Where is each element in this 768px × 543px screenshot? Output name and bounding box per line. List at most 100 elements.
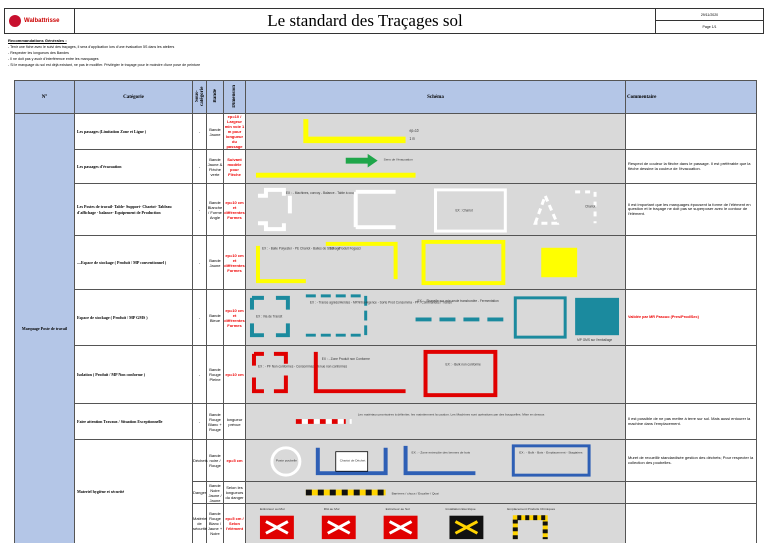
schema-label: EX : - Zone entrecôte des bennes de bois [412, 451, 471, 455]
schema-drawing: EX : - PF Non conformes - Consommas / Te… [251, 349, 498, 398]
row-subcategory: - [192, 235, 207, 290]
row-subcategory: - [192, 345, 207, 404]
schema-drawing: Sens de l'évacuation [255, 153, 416, 178]
row-comment [625, 235, 757, 290]
row-category: Les Postes de travail- Table- Support- C… [74, 183, 193, 236]
schema-danger: Barrieres / chocs / Escalier / Quai [245, 481, 626, 504]
row-band: Bande Rouge Blanc + Rouge [206, 403, 224, 440]
schema-drawing: Extincteur au Mur RIA au Mur Extincteur … [259, 507, 556, 540]
page-header: Walbattrisse Le standard des Traçages so… [4, 8, 764, 34]
row-comment: Validée par MR Pascuo (Pres/Prod/Sec) [625, 289, 757, 346]
schema-label: EX : - Bulk non conforme [445, 363, 481, 367]
row-band: Bande Jaune & Flèche verte [206, 149, 224, 184]
schema-label: Barrieres / chocs / Escalier / Quai [392, 491, 439, 495]
row-dimension: Suivant modèle pour Flèche [223, 149, 246, 184]
table-row: Faire attention Travaux / Situation Exce… [15, 403, 757, 440]
row-comment: Il est important que les marquages épous… [625, 183, 757, 236]
row-subcategory: - [192, 113, 207, 150]
standards-table: N° Catégorie Sous-catégorie Bande Dimens… [14, 80, 757, 543]
schema-label: EX : - Shanelle sur voie seule transbord… [418, 299, 499, 303]
col-header-number: N° [14, 80, 75, 114]
row-subcategory: - [192, 289, 207, 346]
schema-label: 1 m [410, 137, 415, 141]
row-dimension: ep=10 cm [223, 345, 246, 404]
row-comment: Respect de couleur la flèche dans le pas… [625, 149, 757, 184]
schema-drawing: Poste poubelle Chariot de Déchet EX : - … [270, 444, 591, 477]
row-subcategory: - [192, 403, 207, 440]
row-band: Bande Jaune [206, 113, 224, 150]
table-row: Materiel hygiène et sécurité Déchets Ban… [15, 439, 757, 543]
col-header-schema: Schéma [245, 80, 626, 114]
table-row: ....Espace de stockage ( Produit / MP co… [15, 235, 757, 290]
row-comment [625, 481, 757, 504]
recommendations: Recommandations Générales : - Tenir une … [8, 38, 200, 68]
schema-label: Installation Electrique [445, 507, 475, 511]
schema-label: EX : - Zone Produit non Conforme [322, 357, 370, 361]
col-header-comment: Commentaire [625, 80, 757, 114]
row-dimension: longueur prévue [223, 403, 246, 440]
recommendations-heading: Recommandations Générales : [8, 38, 67, 43]
row-category: ....Espace de stockage ( Produit / MP co… [74, 235, 193, 290]
schema-label: EX : - Produit Fogacci [330, 247, 361, 251]
row-band: Bande Rouge Blanc / Jaune + Noire [206, 503, 224, 543]
table-row: Isolation ( Produit / MP Non conforme ) … [15, 345, 757, 404]
schema-label: Les matériaux provisoires à délimiter, l… [358, 413, 545, 417]
row-subcategory: Matériel de sécurité [192, 503, 207, 543]
schema-storage-conventional: EX : - Balle Polyester - PE Chariot - Ba… [245, 235, 626, 290]
logo-text: Walbattrisse [24, 18, 60, 24]
schema-drawing: EX : - Balle Polyester - PE Chariot - Ba… [255, 239, 578, 286]
schema-label: Extincteur au Mur [260, 507, 285, 511]
schema-works: Les matériaux provisoires à délimiter, l… [245, 403, 626, 440]
schema-label: MP GMS sur l'emballage [577, 338, 612, 342]
schema-drawing: EX : - Machines, convoy - Balance - Tabl… [257, 187, 597, 233]
row-subcategory: - [192, 183, 207, 236]
col-header-subcategory: Sous-catégorie [192, 80, 207, 114]
row-comment: Muret de recueillir standardisée gestion… [625, 439, 757, 482]
schema-label: EX : Chariot [455, 208, 472, 212]
row-comment [625, 345, 757, 404]
schema-safety-equipment: Extincteur au Mur RIA au Mur Extincteur … [245, 503, 626, 543]
doc-date: 29/11/2020 [656, 9, 763, 21]
table-row: Matériel de sécurité Bande Rouge Blanc /… [15, 503, 757, 543]
row-dimension: ep=5 cm / Selon l'élément [223, 503, 246, 543]
doc-page: Page 1/1 [702, 25, 717, 29]
schema-label: EX : - PF Non conformes - Consommas / Te… [258, 365, 348, 369]
recommendation-item: - Il ne doit pas y avoir d'interférence … [8, 57, 99, 61]
schema-isolation: EX : - PF Non conformes - Consommas / Te… [245, 345, 626, 404]
schema-drawing: EX : Via de Transit EX : - Transe agréés… [249, 294, 620, 342]
page-title: Le standard des Traçages sol [267, 11, 463, 30]
table-row: Les Postes de travail- Table- Support- C… [15, 183, 757, 236]
row-dimension: ep=10 cm et différentes Formes [223, 289, 246, 346]
schema-storage-gms: EX : Via de Transit EX : - Transe agréés… [245, 289, 626, 346]
schema-label: Chariot de Déchet [340, 459, 366, 463]
row-comment [625, 503, 757, 543]
row-category: Les passages (Limitation Zone et Ligne ) [74, 113, 193, 150]
green-arrow-icon [345, 153, 378, 168]
table-row: Marquage Poste de travail Les passages (… [14, 113, 757, 543]
row-category: Espace de stockage ( Produit / MP GMS ) [74, 289, 193, 346]
schema-label: RIA au Mur [324, 507, 340, 511]
row-dimension: ep=10 / Largeur min voie 1 m pour longue… [223, 113, 246, 150]
schema-label: Extincteur au Sol [386, 507, 410, 511]
logo-icon [9, 15, 21, 27]
col-header-dimension: Dimension [223, 80, 246, 114]
row-band: Bande Bleue [206, 289, 224, 346]
row-comment: Il est possible de ne pas mettre à terre… [625, 403, 757, 440]
schema-passages: ep=10 1 m [245, 113, 626, 150]
recommendation-item: - Tenir une fiche avec le suivi des traç… [8, 45, 175, 49]
group-label: Marquage Poste de travail [14, 113, 75, 543]
row-dimension: ep=10 cm et différentes Formes [223, 183, 246, 236]
recommendation-item: - Si le marquage du sol est déjà existan… [8, 63, 201, 67]
schema-waste: Poste poubelle Chariot de Déchet EX : - … [245, 439, 626, 482]
schema-label: Sens de l'évacuation [384, 158, 413, 162]
col-header-band: Bande [206, 80, 224, 114]
table-row: Espace de stockage ( Produit / MP GMS ) … [15, 289, 757, 346]
row-band: Bande Rouge Pleine [206, 345, 224, 404]
schema-drawing: ep=10 1 m [303, 119, 419, 144]
schema-label: Emplacement Produits Chimiques [507, 507, 555, 511]
row-subcategory: Déchets [192, 439, 208, 482]
table-header-row: N° Catégorie Sous-catégorie Bande Dimens… [14, 80, 757, 114]
schema-label: ep=10 [410, 129, 419, 133]
row-dimension: ep=10 cm et différentes Formes [223, 235, 246, 290]
schema-label: EX : Via de Transit [256, 315, 282, 319]
